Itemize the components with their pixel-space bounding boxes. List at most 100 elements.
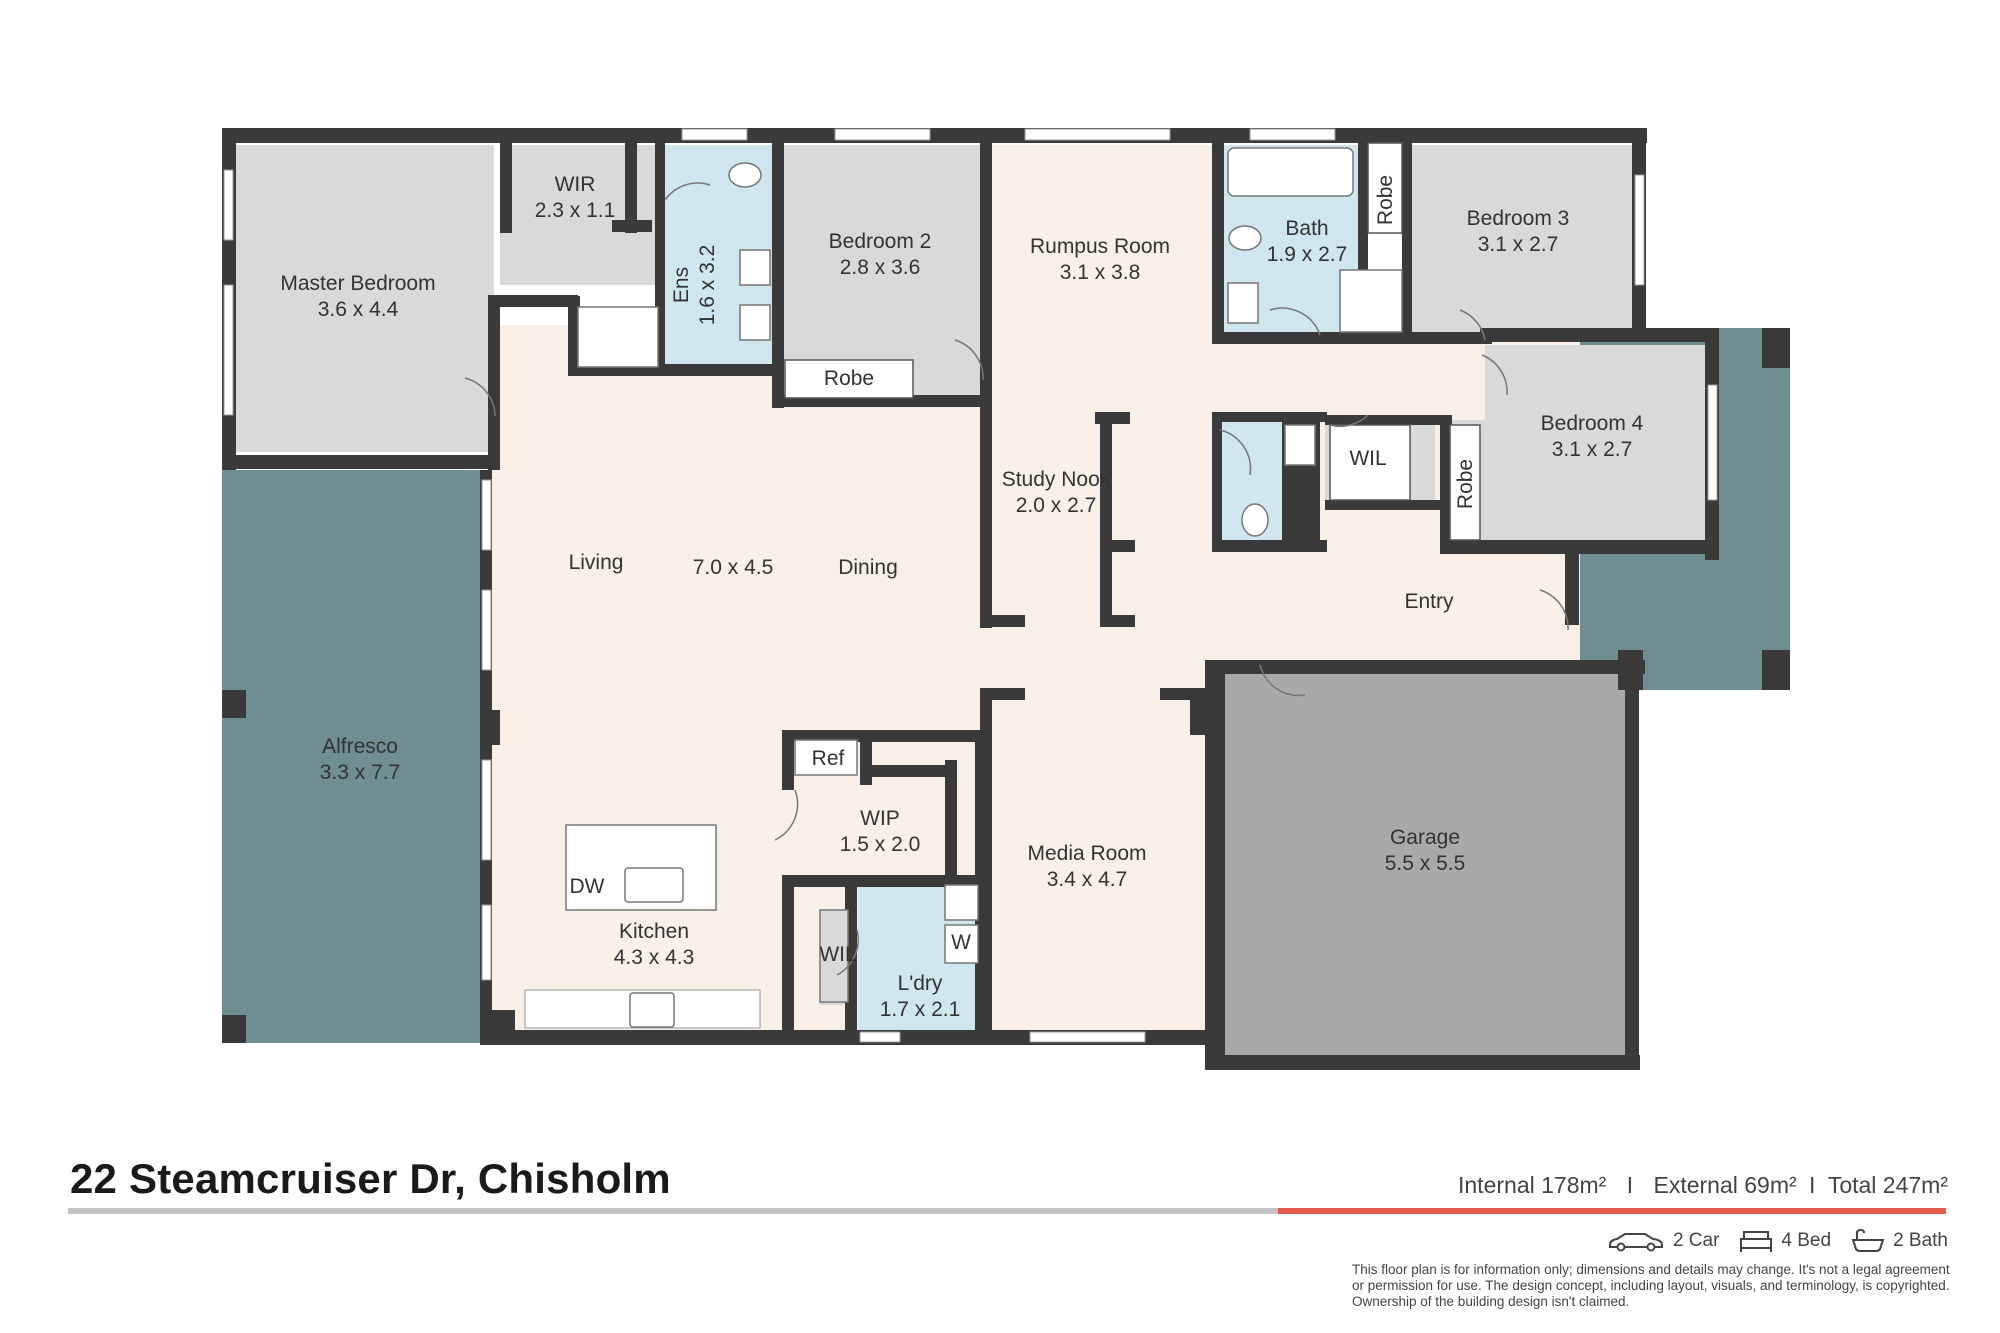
label-wir: WIR 2.3 x 1.1	[535, 172, 616, 225]
room-dimensions: 1.9 x 2.7	[1266, 243, 1348, 266]
label-wil-b4: WIL	[1349, 446, 1386, 472]
shower-bath	[1339, 269, 1403, 333]
doors	[464, 182, 1569, 976]
label-bedroom2: Bedroom 2 2.8 x 3.6	[829, 229, 932, 282]
label-robe-b4: Robe	[1453, 459, 1479, 509]
robe-b4-box	[1449, 424, 1481, 541]
label-w: W	[951, 930, 971, 956]
w-box	[944, 924, 979, 964]
vanity-wc	[1284, 424, 1316, 466]
label-media: Media Room 3.4 x 4.7	[1027, 841, 1146, 894]
room-name: WIR	[554, 172, 596, 196]
room-dimensions: 3.1 x 3.8	[1059, 261, 1141, 284]
toilet-ens	[728, 162, 762, 188]
disclaimer-text: This floor plan is for information only;…	[1352, 1262, 1950, 1309]
room-dimensions: 1.6 x 3.2	[696, 244, 719, 326]
label-bedroom3: Bedroom 3 3.1 x 2.7	[1467, 206, 1570, 259]
vanity-ens-1	[739, 249, 771, 286]
label-ref: Ref	[812, 746, 845, 772]
divider-red	[1278, 1208, 1946, 1214]
room-name: Kitchen	[618, 919, 690, 943]
room-name: Robe	[1453, 458, 1477, 510]
external-area: External 69m²	[1653, 1172, 1797, 1198]
label-robe-b2: Robe	[824, 366, 874, 392]
room-name: Ens	[669, 266, 693, 304]
label-garage: Garage 5.5 x 5.5	[1385, 825, 1466, 878]
bedroom3-area	[1412, 145, 1632, 340]
bedroom2-area	[780, 145, 980, 395]
label-wil-ldry: WIL	[819, 942, 856, 968]
label-wip: WIP 1.5 x 2.0	[840, 806, 921, 859]
room-dimensions: 1.5 x 2.0	[839, 833, 921, 856]
room-dimensions: 3.1 x 2.7	[1551, 438, 1633, 461]
toilet-bath	[1228, 225, 1262, 251]
room-dimensions: 3.4 x 4.7	[1046, 868, 1128, 891]
room-dimensions: 1.7 x 2.1	[879, 998, 961, 1021]
separator: I	[1809, 1172, 1816, 1198]
bedroom4-area	[1485, 345, 1705, 540]
label-alfresco: Alfresco 3.3 x 7.7	[320, 734, 401, 787]
room-dimensions: 7.0 x 4.5	[692, 555, 774, 579]
laundry-tub	[944, 884, 979, 921]
garage-area	[1225, 670, 1637, 1065]
room-name: Robe	[1373, 174, 1397, 226]
label-bedroom4: Bedroom 4 3.1 x 2.7	[1541, 411, 1644, 464]
room-name: Entry	[1404, 589, 1454, 613]
bed-icon	[1740, 1231, 1773, 1252]
car-icon	[1608, 1233, 1663, 1252]
room-name: Bedroom 2	[828, 229, 932, 253]
label-dining: Dining	[838, 555, 898, 581]
bed-feature: 4 Bed	[1739, 1229, 1831, 1253]
room-name: Garage	[1389, 825, 1461, 849]
label-master-bedroom: Master Bedroom 3.6 x 4.4	[280, 271, 435, 324]
room-dimensions: 2.0 x 2.7	[1015, 494, 1097, 517]
room-dimensions: 2.3 x 1.1	[534, 199, 616, 222]
room-dimensions: 3.1 x 2.7	[1477, 233, 1559, 256]
room-name: Study Nook	[1001, 467, 1111, 491]
media-floor	[990, 690, 1205, 1030]
room-name: DW	[569, 874, 605, 898]
label-kitchen: Kitchen 4.3 x 4.3	[614, 919, 695, 972]
label-dw: DW	[570, 874, 605, 900]
bathtub-icon	[1851, 1228, 1885, 1252]
label-ens: Ens 1.6 x 3.2	[669, 245, 722, 326]
vanity-ens-2	[739, 304, 771, 341]
master-bedroom-area	[236, 145, 494, 452]
divider-grey	[68, 1208, 1278, 1214]
wil-ldry-box	[819, 909, 849, 1003]
room-dimensions: 4.3 x 4.3	[613, 946, 695, 969]
total-area: Total 247m²	[1827, 1172, 1948, 1198]
label-living-dim: 7.0 x 4.5	[693, 555, 774, 581]
robe-b3-box	[1367, 142, 1403, 234]
alfresco-area	[222, 470, 487, 1043]
room-name: Bedroom 4	[1540, 411, 1644, 435]
room-dimensions: 3.6 x 4.4	[317, 298, 399, 321]
cooktop	[629, 992, 675, 1028]
label-bath: Bath 1.9 x 2.7	[1267, 216, 1348, 269]
label-robe-b3: Robe	[1373, 175, 1399, 225]
label-study: Study Nook 2.0 x 2.7	[1002, 467, 1111, 520]
room-name: Alfresco	[322, 734, 398, 758]
room-name: Media Room	[1027, 841, 1147, 865]
room-name: Ref	[811, 746, 845, 770]
room-dimensions: 5.5 x 5.5	[1384, 852, 1466, 875]
room-name: L'dry	[897, 971, 943, 995]
internal-area: Internal 178m²	[1458, 1172, 1607, 1198]
room-name: Living	[568, 550, 624, 574]
property-address: 22 Steamcruiser Dr, Chisholm	[70, 1155, 671, 1202]
car-count: 2 Car	[1672, 1230, 1720, 1251]
bathtub	[1227, 147, 1354, 197]
room-name: Robe	[823, 366, 875, 390]
shower-master	[577, 306, 659, 368]
label-entry: Entry	[1404, 589, 1453, 615]
label-ldry: L'dry 1.7 x 2.1	[880, 971, 961, 1024]
bath-feature: 2 Bath	[1851, 1228, 1948, 1254]
area-summary: Internal 178m² I External 69m² I Total 2…	[1458, 1172, 1948, 1199]
room-name: Bath	[1285, 216, 1329, 240]
wil-b4-box	[1329, 424, 1411, 501]
fixtures	[565, 147, 1403, 1028]
room-dimensions: 2.8 x 3.6	[839, 256, 921, 279]
vanity-bath	[1227, 282, 1259, 324]
room-name: Rumpus Room	[1029, 234, 1171, 258]
